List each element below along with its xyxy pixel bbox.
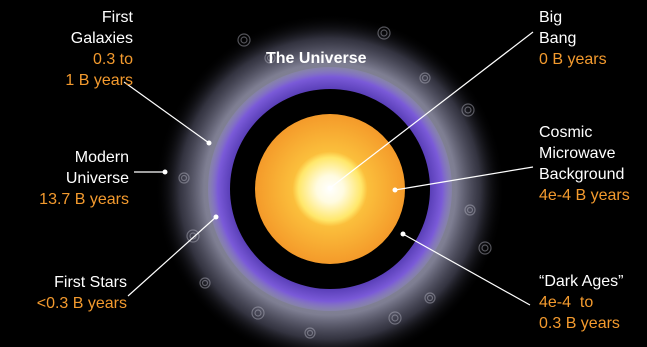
big-bang-name-line-1: Big [539,7,607,28]
modern-universe-name-line-2: Universe [39,168,129,189]
dark-ages-dot [401,232,406,237]
first-galaxies-name-line-1: First [65,7,133,28]
cmb-dot [393,188,398,193]
big-bang-label: Big Bang 0 B years [539,7,607,70]
first-galaxies-dot [207,141,212,146]
dark-ages-time-line-1: 4e-4 to [539,292,623,313]
first-galaxies-time-line-1: 0.3 to [65,49,133,70]
first-stars-label: First Stars <0.3 B years [37,272,127,314]
modern-universe-name-line-1: Modern [39,147,129,168]
cmb-name-line-3: Background [539,164,630,185]
first-stars-name: First Stars [37,272,127,293]
diagram-title: The Universe [266,50,366,68]
cmb-name-line-1: Cosmic [539,122,630,143]
cmb-name-line-2: Microwave [539,143,630,164]
first-galaxies-time-line-2: 1 B years [65,70,133,91]
cmb-time: 4e-4 B years [539,185,630,206]
big-bang-name-line-2: Bang [539,28,607,49]
dark-ages-label: “Dark Ages” 4e-4 to 0.3 B years [539,271,623,334]
dark-ages-name: “Dark Ages” [539,271,623,292]
first-stars-time: <0.3 B years [37,293,127,314]
first-galaxies-name-line-2: Galaxies [65,28,133,49]
big-bang-dot [328,186,333,191]
dark-ages-time-line-2: 0.3 B years [539,313,623,334]
first-galaxies-label: First Galaxies 0.3 to 1 B years [65,7,133,91]
modern-universe-label: Modern Universe 13.7 B years [39,147,129,210]
modern-universe-time: 13.7 B years [39,189,129,210]
first-stars-dot [214,215,219,220]
big-bang-time: 0 B years [539,49,607,70]
cmb-label: Cosmic Microwave Background 4e-4 B years [539,122,630,206]
modern-universe-dot [163,170,168,175]
